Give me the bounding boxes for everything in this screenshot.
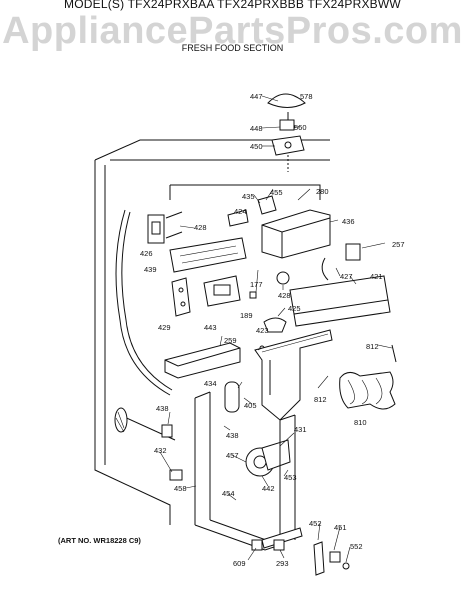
- part-label: 454: [222, 489, 235, 498]
- part-label: 578: [300, 92, 313, 101]
- part-label: 451: [334, 523, 347, 532]
- part-label: 447: [250, 92, 263, 101]
- part-label: 426: [140, 249, 153, 258]
- part-label: 428: [278, 291, 291, 300]
- part-label: 177: [250, 280, 263, 289]
- air-duct: [254, 329, 333, 421]
- part-label: 812: [314, 395, 327, 404]
- part-label: 448: [250, 124, 263, 133]
- part-label: 293: [276, 559, 289, 568]
- mounting-plate: [203, 275, 241, 307]
- part-label: 812: [366, 342, 379, 351]
- part-label: 189: [240, 311, 253, 320]
- part-label: 438: [156, 404, 169, 413]
- part-label: 434: [204, 379, 217, 388]
- leader-lines: [159, 95, 393, 563]
- part-label: 425: [288, 304, 301, 313]
- shelf-259: [164, 342, 241, 379]
- part-label: 257: [392, 240, 405, 249]
- part-label: 552: [350, 542, 363, 551]
- thermostat-bracket: [147, 211, 183, 244]
- part-label: 428: [194, 223, 207, 232]
- part-label: 424: [234, 207, 247, 216]
- model-line: MODEL(S) TFX24PRXBAA TFX24PRXBBB TFX24PR…: [64, 0, 401, 11]
- part-label: 443: [204, 323, 217, 332]
- part-label: 442: [262, 484, 275, 493]
- part-label: 427: [340, 272, 353, 281]
- part-label: 810: [354, 418, 367, 427]
- part-label: 453: [284, 473, 297, 482]
- part-labels: 447 578 448 560 450 455 280 435 424 436 …: [140, 92, 405, 568]
- lower-frame: [161, 391, 296, 551]
- part-label: 436: [342, 217, 355, 226]
- part-label: 458: [174, 484, 187, 493]
- part-label: 455: [270, 188, 283, 197]
- part-label: 457: [226, 451, 239, 460]
- bracket-429: [171, 277, 191, 317]
- bottom-hinge: [251, 527, 350, 576]
- cabinet-outline: [94, 139, 330, 525]
- part-label: 609: [233, 559, 246, 568]
- part-label: 431: [294, 425, 307, 434]
- art-number: (ART NO. WR18228 C9): [58, 536, 141, 545]
- watermark: AppliancePartsPros.com: [2, 10, 463, 52]
- small-parts: [249, 243, 361, 351]
- part-label: 450: [250, 142, 263, 151]
- section-title: FRESH FOOD SECTION: [181, 43, 284, 53]
- part-label: 405: [244, 401, 257, 410]
- control-housing: [261, 209, 331, 259]
- defrost-heater: [339, 344, 397, 410]
- part-label: 439: [144, 265, 157, 274]
- cover-panel: [169, 237, 247, 273]
- part-label: 452: [309, 519, 322, 528]
- part-label: 280: [316, 187, 329, 196]
- fan-motor: [224, 381, 291, 477]
- part-label: 421: [370, 272, 383, 281]
- part-label: 429: [158, 323, 171, 332]
- part-label: 432: [154, 446, 167, 455]
- light-shield: [289, 275, 391, 327]
- part-label: 435: [242, 192, 255, 201]
- hinge-assembly: [227, 93, 306, 227]
- part-label: 438: [226, 431, 239, 440]
- part-label: 259: [224, 336, 237, 345]
- part-label: 560: [294, 123, 307, 132]
- part-label: 423: [256, 326, 269, 335]
